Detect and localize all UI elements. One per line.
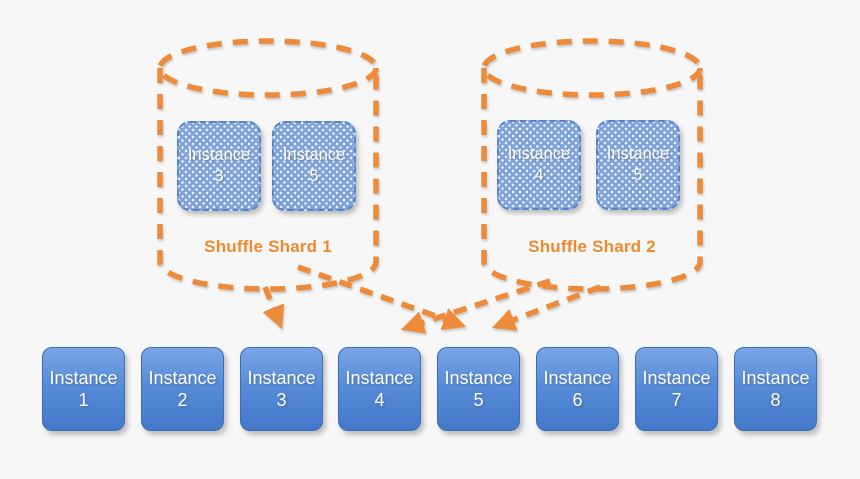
row-instance-3-label: Instance [247,368,316,388]
shard2-instance-4: Instance 4 [497,120,581,210]
shard1-instance-5-number: 5 [309,167,319,185]
row-instance-4-number: 4 [374,390,385,410]
row-instance-1-label: Instance [49,368,118,388]
row-instance-7: Instance 7 [635,347,718,431]
shard2-instance-4-label: Instance [507,145,571,163]
row-instance-4: Instance 4 [338,347,421,431]
row-instance-7-number: 7 [671,390,682,410]
row-instance-8: Instance 8 [734,347,817,431]
shuffle-shard-2-cylinder-icon [481,38,703,292]
row-instance-5-number: 5 [473,390,484,410]
row-instance-5-label: Instance [444,368,513,388]
arrow-shard1-to-instance3 [262,285,285,330]
row-instance-5: Instance 5 [437,347,520,431]
shard2-instance-5-number: 5 [633,166,643,184]
row-instance-3: Instance 3 [240,347,323,431]
shard2-instance-5-label: Instance [606,145,670,163]
row-instance-2-number: 2 [177,390,188,410]
shard1-instance-5-label: Instance [282,146,346,164]
row-instance-2: Instance 2 [141,347,224,431]
row-instance-1: Instance 1 [42,347,125,431]
row-instance-7-label: Instance [642,368,711,388]
arrow-shard1-to-instance5 [297,264,467,330]
row-instance-1-number: 1 [78,390,89,410]
row-instance-6-number: 6 [572,390,583,410]
row-instance-4-label: Instance [345,368,414,388]
shuffle-shard-1-label: Shuffle Shard 1 [204,237,332,256]
arrow-shard2-to-instance5 [491,284,601,331]
shard2-instance-5: Instance 5 [596,120,680,210]
row-instance-8-label: Instance [741,368,810,388]
shuffle-shard-2-label: Shuffle Shard 2 [528,237,656,256]
shard1-instance-5: Instance 5 [272,121,356,211]
row-instance-3-number: 3 [276,390,287,410]
row-instance-2-label: Instance [148,368,217,388]
row-instance-8-number: 8 [770,390,781,410]
shard1-instance-3: Instance 3 [177,121,261,211]
shard1-instance-3-label: Instance [187,146,251,164]
row-instance-6: Instance 6 [536,347,619,431]
arrow-shard2-to-instance4 [400,278,551,334]
row-instance-6-label: Instance [543,368,612,388]
shard2-instance-4-number: 4 [534,166,544,184]
shuffle-shard-1-cylinder-icon [157,38,379,292]
shard1-instance-3-number: 3 [214,167,224,185]
